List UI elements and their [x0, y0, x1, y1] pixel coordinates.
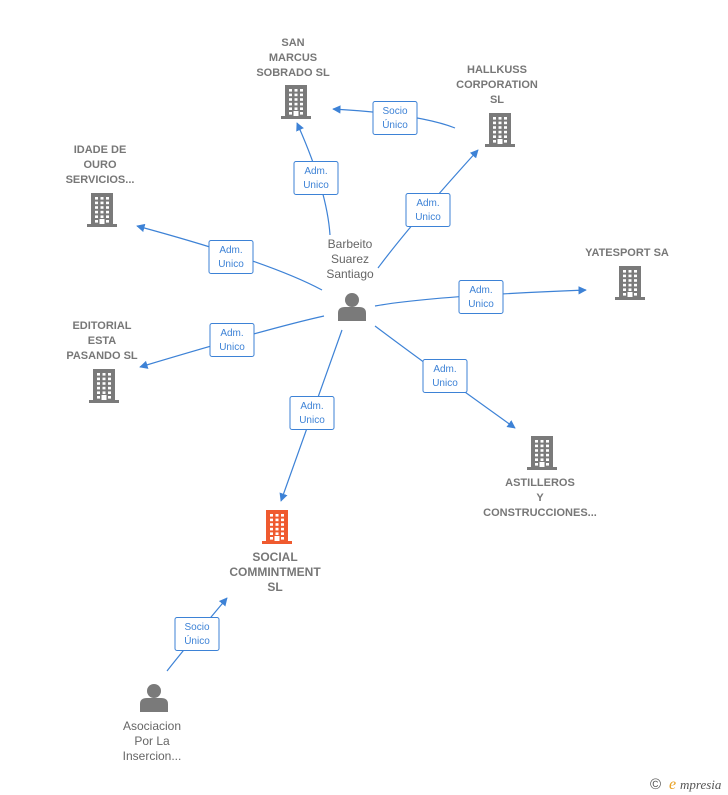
edge-badge[interactable]: Adm. Unico: [209, 323, 255, 357]
node-label-line: Asociacion: [123, 719, 181, 733]
edge-barbeito-to-astilleros: Adm. Unico: [374, 325, 516, 429]
edge-label-line: Unico: [218, 259, 244, 270]
building-icon[interactable]: [281, 85, 311, 119]
node-label-line: Barbeito: [328, 237, 373, 251]
node-astilleros[interactable]: ASTILLEROS Y CONSTRUCCIONES...: [483, 436, 597, 519]
edge-badge[interactable]: Adm. Unico: [293, 161, 339, 195]
building-icon[interactable]: [262, 510, 292, 544]
building-icon[interactable]: [87, 193, 117, 227]
node-label-line: SL: [267, 580, 282, 594]
edge-line: [374, 286, 587, 307]
edge-badge[interactable]: Adm. Unico: [289, 396, 335, 430]
edge-label-line: Unico: [468, 299, 494, 310]
nodes-layer: SAN MARCUS SOBRADO SL HALLKUSS CORPORATION SL…: [66, 37, 669, 763]
edge-badge[interactable]: Adm. Unico: [208, 240, 254, 274]
edge-label-line: Unico: [219, 342, 245, 353]
node-label-line: Suarez: [331, 252, 369, 266]
node-label-line: SAN: [281, 37, 304, 49]
edge-barbeito-to-idade: Adm. Unico: [136, 223, 323, 291]
edge-badge[interactable]: Adm. Unico: [458, 280, 504, 314]
edge-label-line: Adm.: [300, 401, 323, 412]
edge-label-line: Adm.: [416, 198, 439, 209]
node-editorial[interactable]: EDITORIAL ESTA PASANDO SL: [66, 320, 138, 403]
node-label-line: YATESPORT SA: [585, 247, 669, 259]
building-icon[interactable]: [89, 369, 119, 403]
edge-badge[interactable]: Adm. Unico: [405, 193, 451, 227]
edge-label-line: Unico: [299, 415, 325, 426]
node-label-line: PASANDO SL: [66, 350, 138, 362]
edge-barbeito-to-yatesport: Adm. Unico: [374, 280, 587, 314]
edge-label-line: Adm.: [469, 285, 492, 296]
person-icon[interactable]: [338, 293, 366, 321]
node-label-line: ESTA: [88, 335, 117, 347]
edge-label-line: Unico: [303, 180, 329, 191]
node-label-line: Insercion...: [123, 749, 182, 763]
edge-label-line: Unico: [432, 378, 458, 389]
edge-label-line: Único: [382, 118, 408, 131]
node-label-line: SOBRADO SL: [256, 67, 330, 79]
node-label-line: OURO: [84, 159, 117, 171]
edge-label-line: Adm.: [220, 328, 243, 339]
building-icon[interactable]: [615, 266, 645, 300]
edge-badge[interactable]: Adm. Unico: [422, 359, 468, 393]
node-label-line: Y: [536, 492, 544, 504]
node-label-line: Santiago: [326, 267, 374, 281]
edge-barbeito-to-social: Adm. Unico: [279, 329, 343, 502]
edge-label-line: Unico: [415, 212, 441, 223]
node-label-line: ASTILLEROS: [505, 477, 575, 489]
node-label-line: SL: [490, 94, 504, 106]
footer-logo[interactable]: © e mpresia: [650, 776, 722, 793]
node-label-line: EDITORIAL: [72, 320, 131, 332]
edges-layer: Adm.UnicoSocioÚnicoAdm.UnicoAdm.UnicoAdm…: [136, 101, 587, 672]
edge-label-line: Adm.: [433, 364, 456, 375]
node-hallkuss[interactable]: HALLKUSS CORPORATION SL: [456, 64, 538, 147]
edge-barbeito-to-editorial: Adm. Unico: [139, 315, 325, 369]
brand-name: mpresia: [680, 777, 722, 792]
person-icon[interactable]: [140, 684, 168, 712]
copyright-symbol: ©: [650, 776, 661, 793]
edge-barbeito-to-hallkuss: Adm. Unico: [377, 149, 479, 269]
brand-initial: e: [669, 776, 676, 793]
edge-label-line: Socio: [184, 622, 209, 633]
node-san_marcus[interactable]: SAN MARCUS SOBRADO SL: [256, 37, 330, 119]
edge-label-line: Socio: [382, 106, 407, 117]
edge-label-line: Adm.: [219, 245, 242, 256]
node-label-line: COMMINTMENT: [229, 565, 321, 579]
node-label-line: IDADE DE: [74, 144, 127, 156]
node-label-line: CONSTRUCCIONES...: [483, 507, 597, 519]
node-label-line: SERVICIOS...: [66, 174, 135, 186]
node-label-line: CORPORATION: [456, 79, 538, 91]
node-label-line: Por La: [134, 734, 170, 748]
edge-barbeito-to-san_marcus: Adm. Unico: [293, 122, 339, 236]
node-idade[interactable]: IDADE DE OURO SERVICIOS...: [66, 144, 135, 227]
node-label-line: MARCUS: [269, 52, 317, 64]
edge-label-line: Adm.: [304, 166, 327, 177]
node-label-line: HALLKUSS: [467, 64, 527, 76]
node-yatesport[interactable]: YATESPORT SA: [585, 247, 669, 300]
node-label-line: SOCIAL: [252, 550, 297, 564]
building-icon[interactable]: [527, 436, 557, 470]
edge-label-line: Único: [184, 634, 210, 647]
building-icon[interactable]: [485, 113, 515, 147]
